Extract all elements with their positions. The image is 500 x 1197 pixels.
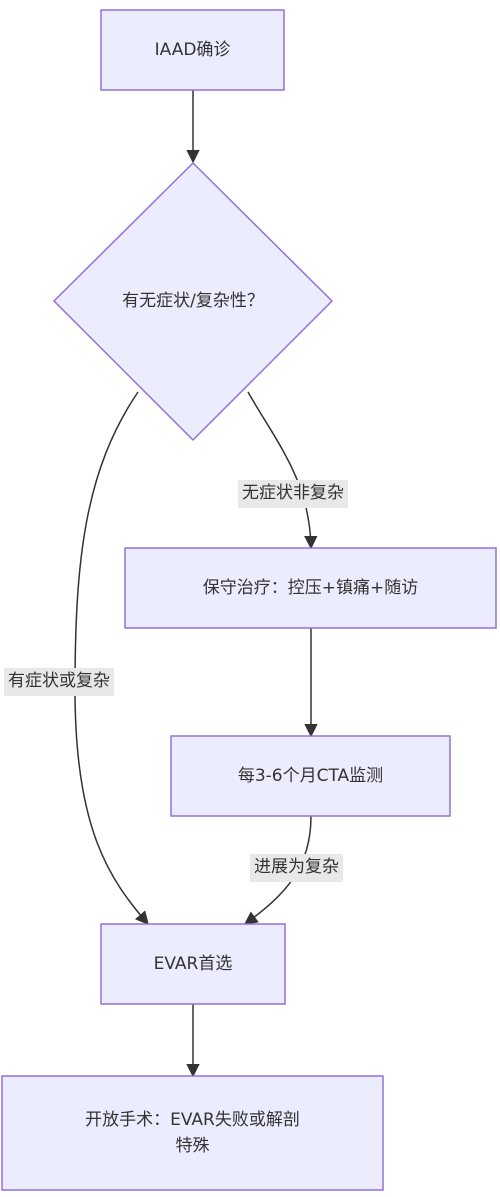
node-evar	[100, 923, 286, 1005]
node-conservative	[124, 547, 497, 629]
node-open-surgery	[1, 1075, 384, 1191]
node-decision	[52, 161, 334, 442]
node-diagnosis	[100, 9, 285, 91]
edge-label-progression: 进展为复杂	[250, 854, 343, 882]
edge-decision-to-evar	[74, 391, 149, 926]
edge-label-asymptomatic: 无症状非复杂	[238, 480, 348, 508]
edge-label-symptomatic: 有症状或复杂	[4, 668, 114, 696]
node-monitoring	[170, 735, 451, 817]
edge-decision-to-conservative	[247, 391, 318, 550]
